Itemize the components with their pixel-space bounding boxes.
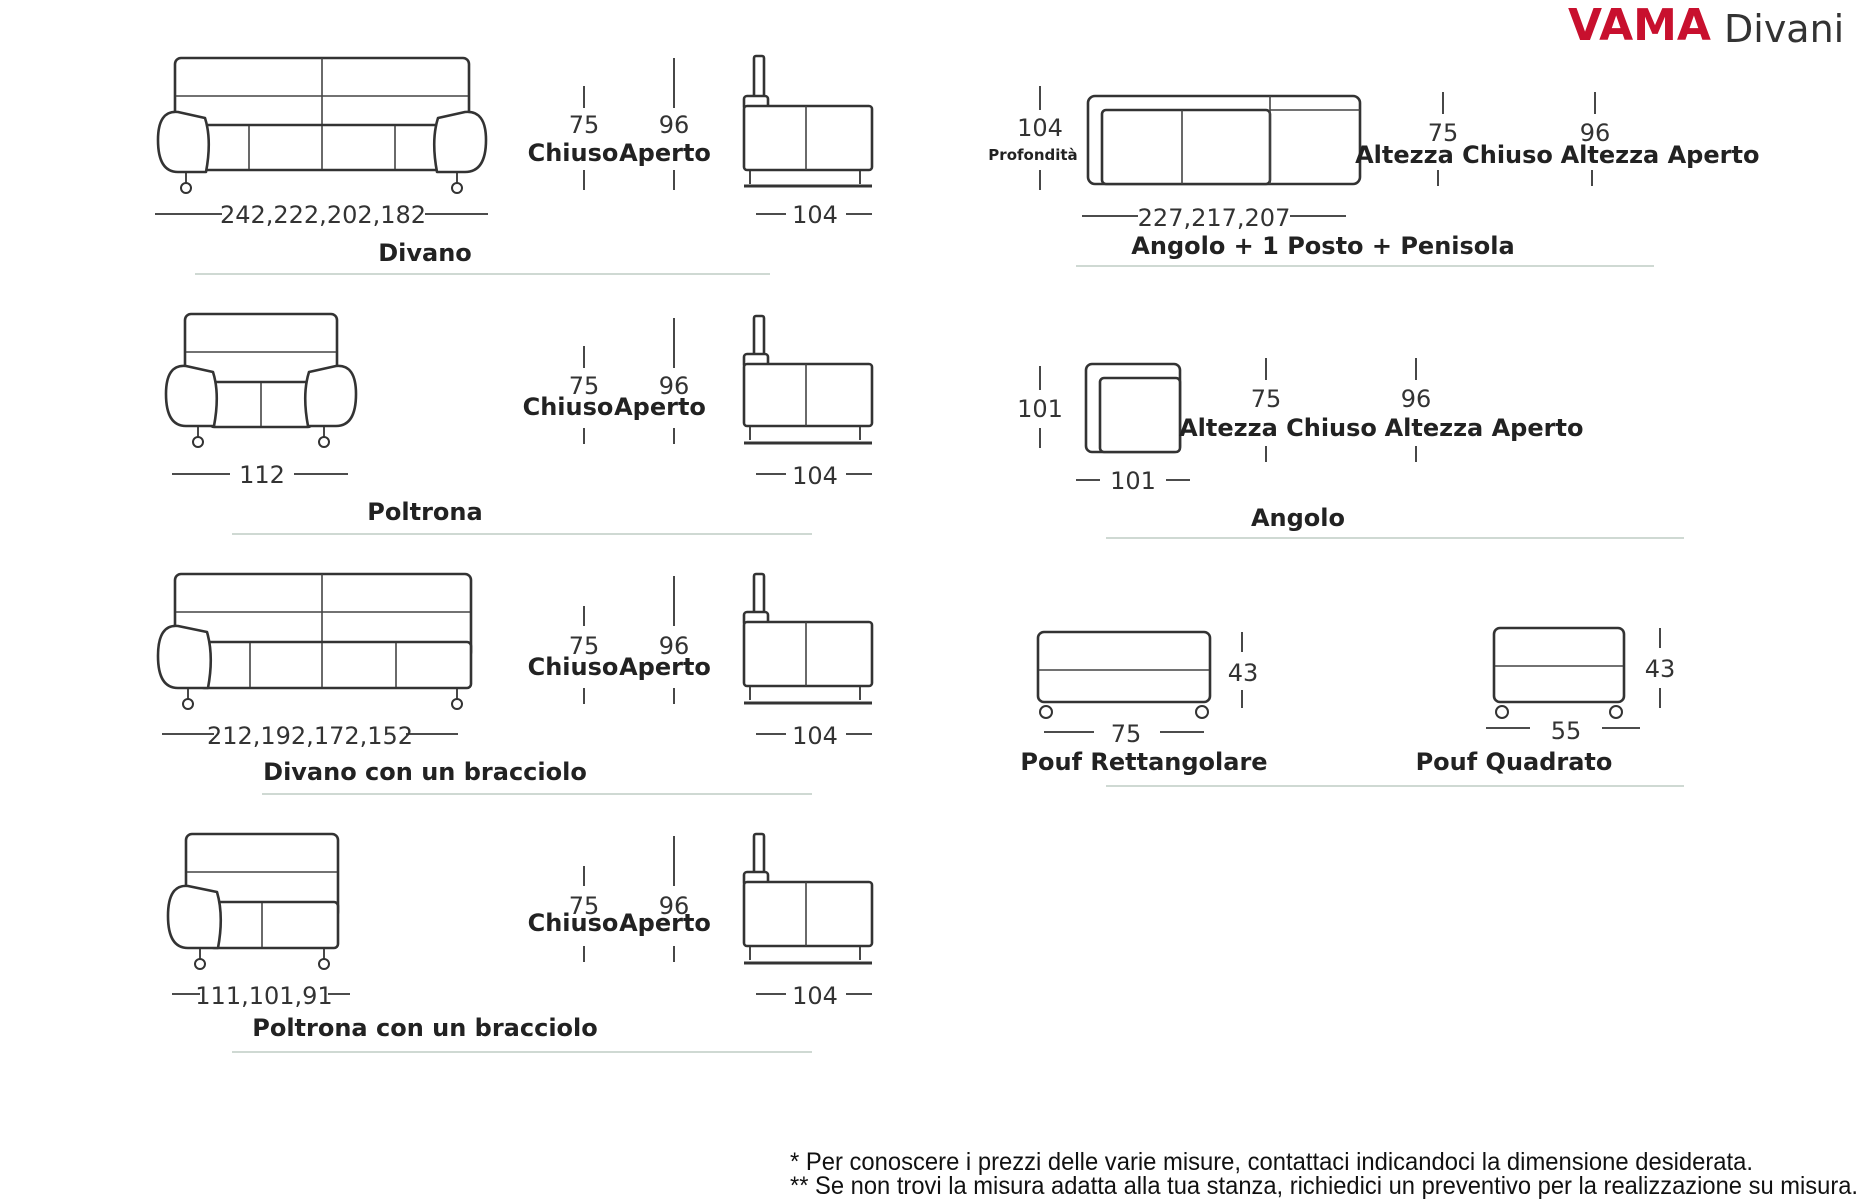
poltrona-label-open: Aperto (614, 393, 706, 421)
angolo-height-closed: 75 (1251, 385, 1282, 413)
brand-logo-divani: Divani (1724, 7, 1844, 51)
angolo-depth: 101 (1017, 395, 1063, 423)
footnote-custom-size: ** Se non trovi la misura adatta alla tu… (790, 1172, 1858, 1200)
product-poltrona: 112 Poltrona 75 Chiuso 96 Aperto 104 (164, 312, 874, 535)
angolo-penisola-title: Angolo + 1 Posto + Penisola (1131, 232, 1514, 260)
pouf-rett-drawing (1036, 630, 1212, 719)
divano-label-open: Aperto (619, 139, 711, 167)
poltrona-bracciolo-side-drawing (742, 832, 874, 965)
angolo-penisola-width: 227,217,207 (1138, 204, 1291, 232)
angolo-top-drawing (1084, 362, 1182, 454)
poltrona-bracciolo-front-drawing (166, 832, 340, 970)
pouf-quad-width: 55 (1551, 717, 1582, 745)
poltrona-bracciolo-label-closed: Chiuso (528, 909, 619, 937)
poltrona-bracciolo-height-open: 96 (659, 892, 690, 920)
divano-bracciolo-label-closed: Chiuso (528, 653, 619, 681)
product-divano-bracciolo: 212,192,172,152 Divano con un bracciolo … (156, 572, 874, 795)
poltrona-height-closed: 75 (569, 372, 600, 400)
angolo-label-open: Altezza Aperto (1385, 414, 1584, 442)
angolo-penisola-top-drawing (1086, 94, 1362, 186)
footnote-prices: * Per conoscere i prezzi delle varie mis… (790, 1148, 1753, 1176)
divano-side-drawing (742, 54, 874, 188)
angolo-label-closed: Altezza Chiuso (1179, 414, 1377, 442)
divano-height-open: 96 (659, 111, 690, 139)
brand-logo-vama: VAMA (1568, 0, 1711, 51)
divano-bracciolo-side-drawing (742, 572, 874, 705)
poltrona-front-drawing (164, 312, 358, 448)
divano-bracciolo-front-drawing (156, 572, 473, 710)
divano-width: 242,222,202,182 (220, 201, 426, 229)
pouf-rett-width: 75 (1111, 720, 1142, 748)
pouf-rett-height: 43 (1228, 659, 1259, 687)
pouf-rett-title: Pouf Rettangolare (1020, 748, 1267, 776)
poltrona-side-drawing (742, 314, 874, 445)
product-divano: 242,222,202,182 Divano 75 Chiuso 96 Aper… (155, 54, 874, 275)
pouf-quad-drawing (1492, 626, 1626, 719)
angolo-title: Angolo (1251, 504, 1345, 532)
divano-depth: 104 (792, 201, 838, 229)
product-pouf-rettangolare: 43 75 Pouf Rettangolare (1020, 630, 1268, 776)
poltrona-title: Poltrona (367, 498, 482, 526)
poltrona-bracciolo-depth: 104 (792, 982, 838, 1010)
poltrona-bracciolo-title: Poltrona con un bracciolo (252, 1014, 598, 1042)
poltrona-bracciolo-height-closed: 75 (569, 892, 600, 920)
divano-bracciolo-width: 212,192,172,152 (207, 722, 413, 750)
poltrona-width: 112 (239, 461, 285, 489)
divano-bracciolo-height-closed: 75 (569, 632, 600, 660)
product-poltrona-bracciolo: 111,101,91 Poltrona con un bracciolo 75 … (166, 832, 874, 1053)
angolo-penisola-height-open: 96 (1580, 119, 1611, 147)
divano-bracciolo-title: Divano con un bracciolo (263, 758, 587, 786)
angolo-penisola-depth: 104 (1017, 114, 1063, 142)
poltrona-label-closed: Chiuso (523, 393, 614, 421)
divano-bracciolo-depth: 104 (792, 722, 838, 750)
angolo-height-open: 96 (1401, 385, 1432, 413)
divano-height-closed: 75 (569, 111, 600, 139)
product-angolo-penisola: 104 Profondità 227,217,207 Angolo + 1 Po… (988, 86, 1760, 267)
poltrona-height-open: 96 (659, 372, 690, 400)
angolo-penisola-label-open: Altezza Aperto (1561, 141, 1760, 169)
product-angolo: 101 101 Angolo 75 Altezza Chiuso 96 Alte… (1017, 358, 1684, 539)
product-pouf-quadrato: 43 55 Pouf Quadrato (1416, 626, 1676, 776)
divano-label-closed: Chiuso (528, 139, 619, 167)
divano-bracciolo-height-open: 96 (659, 632, 690, 660)
poltrona-bracciolo-width: 111,101,91 (195, 982, 332, 1010)
footnotes: * Per conoscere i prezzi delle varie mis… (790, 1148, 1858, 1200)
divano-title: Divano (378, 239, 472, 267)
divano-front-drawing (156, 56, 488, 194)
angolo-penisola-height-closed: 75 (1428, 119, 1459, 147)
divano-bracciolo-label-open: Aperto (619, 653, 711, 681)
angolo-penisola-depth-label: Profondità (988, 146, 1077, 164)
pouf-quad-title: Pouf Quadrato (1416, 748, 1613, 776)
pouf-quad-height: 43 (1645, 655, 1676, 683)
poltrona-bracciolo-label-open: Aperto (619, 909, 711, 937)
angolo-penisola-label-closed: Altezza Chiuso (1355, 141, 1553, 169)
angolo-width: 101 (1110, 467, 1156, 495)
brand-logo: VAMA Divani (1568, 0, 1844, 51)
poltrona-depth: 104 (792, 462, 838, 490)
